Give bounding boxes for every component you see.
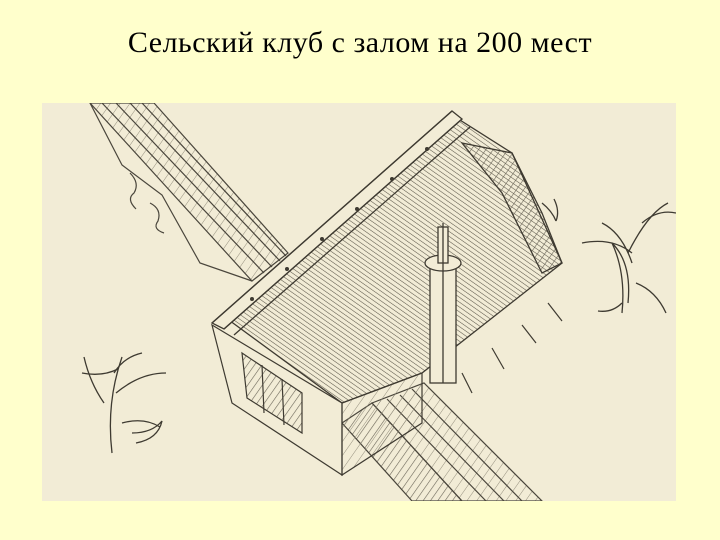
rear-wing: [89, 103, 289, 282]
building-illustration: [42, 103, 676, 501]
slide-title: Сельский клуб с залом на 200 мест: [127, 26, 593, 59]
facade: [211, 302, 563, 477]
tower: [424, 223, 462, 384]
main-roof: [210, 110, 563, 404]
building-drawing: [81, 103, 676, 501]
tree-left: [81, 352, 167, 454]
tree-right: [541, 198, 676, 314]
